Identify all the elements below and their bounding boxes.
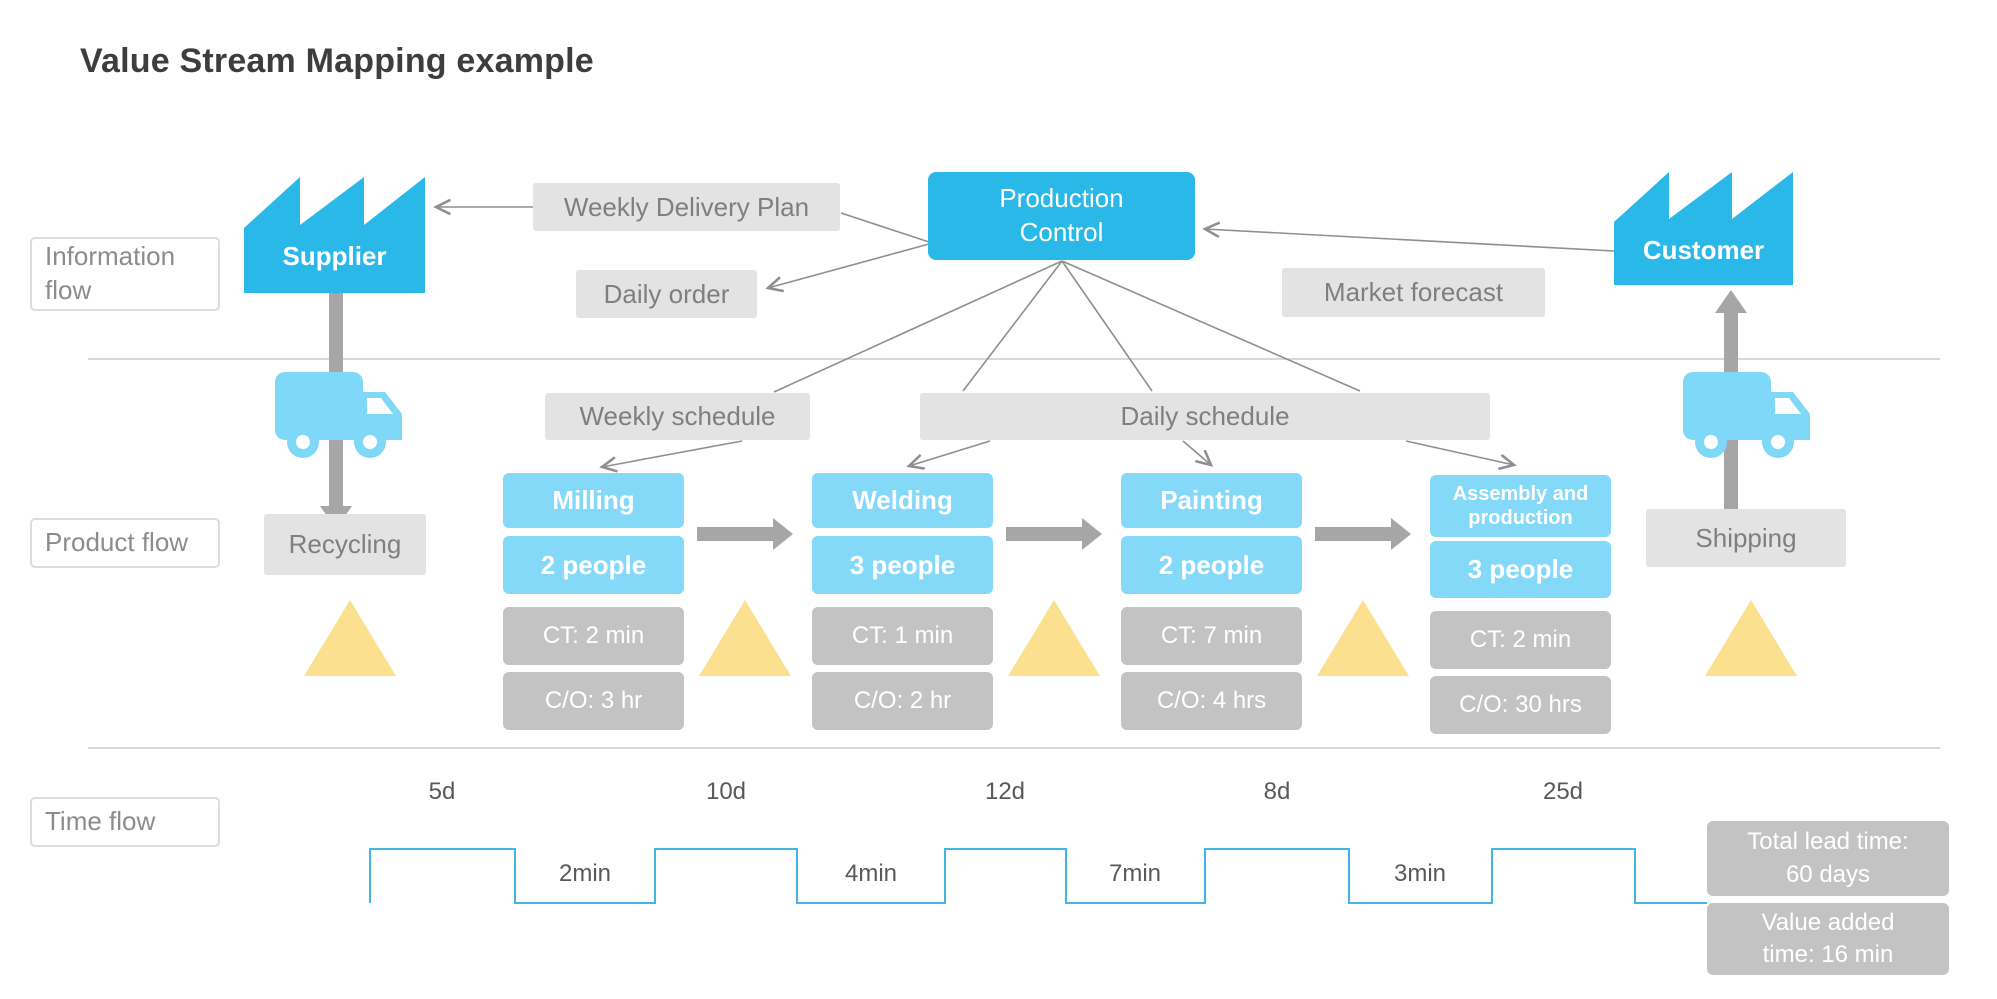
process-co-milling: C/O: 3 hr: [503, 672, 684, 730]
connector-daily-schedule-to-painting: [1182, 440, 1211, 465]
timeline-line: [369, 848, 1707, 904]
process-co-painting: C/O: 4 hrs: [1121, 672, 1302, 730]
process-title-assembly: Assembly and production: [1430, 475, 1611, 537]
process-people-welding: 3 people: [812, 536, 993, 594]
weekly-schedule-box: Weekly schedule: [545, 393, 810, 440]
recycling-box: Recycling: [264, 514, 426, 575]
customer-factory-label: Customer: [1642, 234, 1765, 265]
connector-control-to-daily-schedule-1: [962, 260, 1063, 392]
process-co-welding: C/O: 2 hr: [812, 672, 993, 730]
process-co-assembly: C/O: 30 hrs: [1430, 676, 1611, 734]
information-flow-label: Information flow: [30, 237, 220, 311]
timeline-day-label-3: 12d: [984, 778, 1026, 805]
time-flow-label: Time flow: [30, 797, 220, 847]
timeline-min-label-2: 4min: [844, 860, 898, 887]
timeline-day-label-4: 8d: [1263, 778, 1291, 805]
process-people-assembly: 3 people: [1430, 541, 1611, 598]
product-flow-label: Product flow: [30, 518, 220, 568]
process-ct-milling: CT: 2 min: [503, 607, 684, 665]
timeline-min-label-3: 7min: [1108, 860, 1162, 887]
shipping-box: Shipping: [1646, 509, 1846, 567]
value-added-time-box: Value added time: 16 min: [1707, 903, 1949, 975]
process-title-welding: Welding: [812, 473, 993, 528]
connector-control-to-daily-schedule-3: [1061, 260, 1361, 392]
connector-plan-to-production-control: [840, 212, 930, 243]
timeline-min-label-1: 2min: [558, 860, 612, 887]
process-people-milling: 2 people: [503, 536, 684, 594]
daily-schedule-box: Daily schedule: [920, 393, 1490, 440]
process-people-painting: 2 people: [1121, 536, 1302, 594]
customer-factory-icon: [1614, 172, 1793, 285]
connector-control-to-weekly-schedule: [773, 260, 1063, 393]
inventory-triangle-icon-5: [1705, 600, 1797, 676]
connector-control-to-daily-order: [768, 243, 930, 288]
inventory-triangle-icon-1: [304, 600, 396, 676]
connector-daily-schedule-to-assembly: [1405, 440, 1514, 465]
connector-control-to-daily-schedule-2: [1061, 260, 1153, 392]
process-title-painting: Painting: [1121, 473, 1302, 528]
process-ct-assembly: CT: 2 min: [1430, 611, 1611, 669]
timeline-day-label-1: 5d: [428, 778, 456, 805]
weekly-delivery-plan-box: Weekly Delivery Plan: [533, 183, 840, 231]
inventory-triangle-icon-4: [1317, 600, 1409, 676]
timeline-min-label-4: 3min: [1393, 860, 1447, 887]
timeline-day-label-5: 25d: [1542, 778, 1584, 805]
process-flow-arrow-1: [697, 518, 793, 550]
supplier-factory-icon: [244, 177, 425, 293]
customer-truck-icon: [1683, 372, 1810, 458]
connector-weekly-schedule-to-milling: [602, 440, 743, 467]
process-flow-arrow-3: [1315, 518, 1411, 550]
process-title-milling: Milling: [503, 473, 684, 528]
connector-daily-schedule-to-welding: [909, 440, 991, 466]
page-title: Value Stream Mapping example: [80, 42, 594, 80]
total-lead-time-box: Total lead time: 60 days: [1707, 821, 1949, 896]
market-forecast-box: Market forecast: [1282, 268, 1545, 317]
process-flow-arrow-2: [1006, 518, 1102, 550]
supplier-truck-icon: [275, 372, 402, 458]
process-ct-painting: CT: 7 min: [1121, 607, 1302, 665]
connector-customer-to-production-control: [1205, 229, 1615, 252]
daily-order-box: Daily order: [576, 270, 757, 318]
inventory-triangle-icon-2: [699, 600, 791, 676]
production-control-box: Production Control: [928, 172, 1195, 260]
supplier-factory-label: Supplier: [282, 240, 387, 271]
timeline-day-label-2: 10d: [705, 778, 747, 805]
process-ct-welding: CT: 1 min: [812, 607, 993, 665]
inventory-triangle-icon-3: [1008, 600, 1100, 676]
